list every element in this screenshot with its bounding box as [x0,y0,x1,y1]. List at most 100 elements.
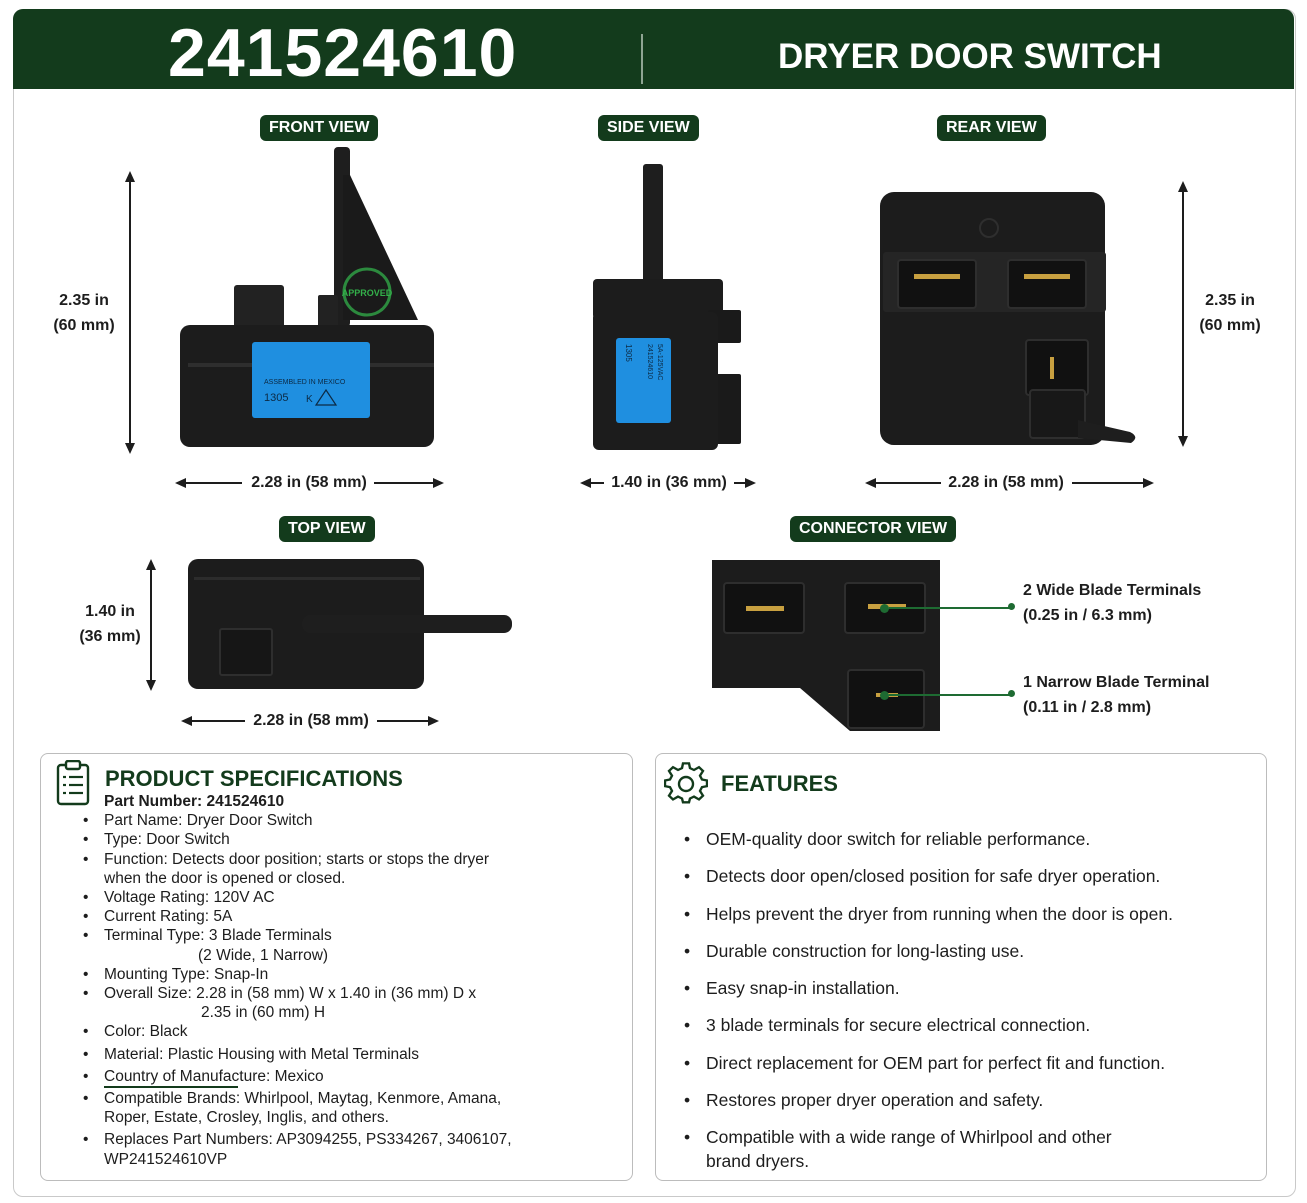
front-sticker-text-1: ASSEMBLED IN MEXICO [264,379,346,386]
side-width-dimension: 1.40 in (36 mm) [611,474,727,491]
front-width-line-right [374,482,434,484]
front-height-mm: (60 mm) [53,317,115,334]
spec-part-name: Part Name: Dryer Door Switch [83,811,644,830]
side-width-arrow-left [580,478,591,488]
rear-narrow-blade [1050,357,1054,379]
spec-function: Function: Detects door position; starts … [83,850,644,869]
narrow-terminal-callout: 1 Narrow Blade Terminal (0.11 in / 2.8 m… [1023,670,1209,720]
side-sticker-text-2: 5A-125VAC [656,344,663,380]
header-bar: 241524610 DRYER DOOR SWITCH [13,9,1294,91]
top-width-arrow-left [181,716,192,726]
top-view-photo [188,559,512,689]
callout-line-wide [889,607,1011,609]
front-tab-left [234,285,284,330]
spec-function-cont: when the door is opened or closed. [104,869,346,887]
rear-height-in: 2.35 in [1205,292,1255,309]
top-actuator-arm [302,615,512,633]
header-divider [641,34,643,84]
top-height-arrow-up [146,559,156,570]
rear-view-label: REAR VIEW [937,115,1046,141]
spec-type: Type: Door Switch [83,830,644,849]
rear-wide-terminal-right [1007,259,1087,309]
feature-item: Detects door open/closed position for sa… [684,864,1276,888]
feature-item: 3 blade terminals for secure electrical … [684,1013,1276,1037]
front-sticker-mark: K [306,394,313,405]
features-panel [655,753,1267,1181]
rear-width-arrow-left [865,478,876,488]
top-height-in: 1.40 in [85,603,135,620]
spec-size: Overall Size: 2.28 in (58 mm) W x 1.40 i… [83,984,644,1003]
callout-dot-narrow [880,691,889,700]
front-view-photo: APPROVED ASSEMBLED IN MEXICO 1305 K [180,147,434,447]
spec-brands-cont: Roper, Estate, Crosley, Inglis, and othe… [104,1109,389,1127]
approved-badge-icon [342,267,392,317]
top-width-line-left [191,720,245,722]
spec-color: Color: Black [83,1022,644,1041]
rear-width-dimension: 2.28 in (58 mm) [948,474,1064,491]
front-height-in: 2.35 in [59,292,109,309]
rear-height-arrow-line [1182,190,1184,438]
spec-part-number: Part Number: 241524610 [104,793,285,810]
gear-icon [664,762,708,804]
top-socket [219,628,273,676]
side-width-line-left [590,482,604,484]
front-tab-right [318,295,338,330]
rear-width-arrow-right [1143,478,1154,488]
top-width-line-right [377,720,429,722]
country-underline [104,1086,238,1088]
side-sticker [616,338,671,423]
connector-view-photo [712,560,940,731]
callout-end-wide [1008,603,1015,610]
spec-material: Material: Plastic Housing with Metal Ter… [83,1045,644,1064]
rear-height-mm: (60 mm) [1199,317,1261,334]
side-width-arrow-right [745,478,756,488]
spec-replaces-cont: WP241524610VP [104,1150,228,1168]
front-height-arrow-line [129,180,131,448]
side-housing-top [593,279,723,319]
feature-item: Restores proper dryer operation and safe… [684,1088,1276,1112]
specifications-title: PRODUCT SPECIFICATIONS [105,766,403,791]
rear-width-line-left [875,482,941,484]
side-width-line-right [734,482,746,484]
spec-country: Country of Manufacture: Mexico [83,1067,644,1086]
front-sticker [252,342,370,418]
product-title: DRYER DOOR SWITCH [778,37,1162,76]
wide-terminal-title: 2 Wide Blade Terminals [1023,582,1202,599]
side-actuator-arm [643,164,663,289]
front-height-arrow-up [125,171,135,182]
rear-view-photo [880,192,1136,445]
spec-terminal: Terminal Type: 3 Blade Terminals [83,926,644,945]
feature-item: Durable construction for long-lasting us… [684,939,1276,963]
connector-view-label: CONNECTOR VIEW [790,516,957,542]
rear-narrow-terminal [1025,339,1089,396]
spec-replaces: Replaces Part Numbers: AP3094255, PS3342… [83,1130,644,1149]
feature-item-line-2: brand dryers. [706,1151,810,1172]
narrow-terminal-title: 1 Narrow Blade Terminal [1023,674,1210,691]
wide-terminal-callout: 2 Wide Blade Terminals (0.25 in / 6.3 mm… [1023,578,1201,628]
rear-height-arrow-down [1178,436,1188,447]
front-view-label: FRONT VIEW [260,115,379,141]
rear-wide-terminal-left [897,259,977,309]
features-list: OEM-quality door switch for reliable per… [684,827,1276,1173]
top-width-dimension: 2.28 in (58 mm) [253,712,369,729]
feature-item: Direct replacement for OEM part for perf… [684,1051,1276,1075]
spec-mounting: Mounting Type: Snap-In [83,965,644,984]
top-view-label: TOP VIEW [279,516,375,542]
feature-item-line-1: Compatible with a wide range of Whirlpoo… [706,1127,1112,1148]
rear-width-line-right [1072,482,1144,484]
spec-terminal-cont: (2 Wide, 1 Narrow) [198,946,329,964]
front-width-line-left [186,482,242,484]
front-width-arrow-right [433,478,444,488]
spec-size-cont: 2.35 in (60 mm) H [201,1004,326,1022]
callout-dot-wide [880,604,889,613]
side-view-label: SIDE VIEW [598,115,699,141]
front-sticker-cert-icon [314,388,338,406]
callout-end-narrow [1008,690,1015,697]
features-title: FEATURES [721,771,838,796]
top-seam [194,577,420,580]
narrow-terminal-size: (0.11 in / 2.8 mm) [1023,699,1152,716]
rear-actuator-tip [1078,420,1136,443]
rear-logo-mark [979,218,999,238]
feature-item: OEM-quality door switch for reliable per… [684,827,1276,851]
side-sticker-text-1: 1305 [624,344,633,362]
